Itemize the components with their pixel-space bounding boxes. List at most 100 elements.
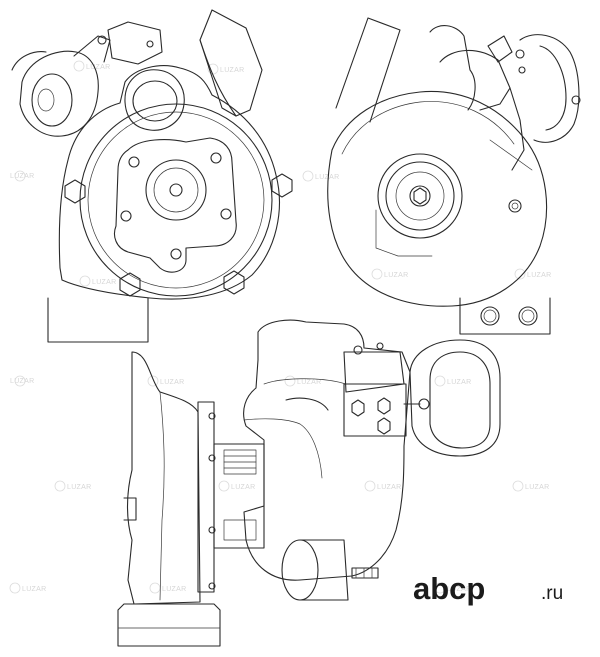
actuator-right-inner (539, 45, 567, 131)
view-side-profile (117, 319, 501, 647)
svg-text:LUZAR: LUZAR (220, 67, 244, 74)
svg-text:LUZAR: LUZAR (10, 378, 34, 385)
svg-text:LUZAR: LUZAR (384, 272, 408, 279)
compressor-housing (327, 90, 548, 307)
compressor-housing-rim (341, 101, 515, 155)
flange-bolt-1 (128, 156, 140, 168)
mounting-foot-right (459, 297, 551, 335)
hex-nut-right (271, 173, 293, 198)
abcp-logo[interactable]: abcp .ru (413, 571, 563, 606)
compressor-duct (335, 17, 401, 123)
turbine-outlet-ring (145, 159, 207, 221)
actuator-hose (11, 51, 47, 71)
turbine-housing (58, 65, 280, 300)
svg-text:LUZAR: LUZAR (447, 586, 471, 593)
mounting-foot (47, 297, 149, 343)
watermark-12: LUZAR (54, 480, 91, 492)
upper-casting-2 (439, 49, 511, 111)
watermark-8: LUZAR (10, 375, 34, 387)
elbow-housing (127, 351, 201, 605)
comp-seam-1 (263, 378, 347, 385)
hex-nut-bottom-left (119, 272, 141, 297)
watermark-4: LUZAR (302, 170, 339, 182)
watermark-16: LUZAR (9, 582, 46, 594)
flange-stud-3 (208, 526, 216, 534)
mount-plate (343, 383, 407, 437)
actuator-canister (19, 50, 99, 137)
actuator-pin (97, 35, 107, 45)
watermark-14: LUZAR (364, 480, 401, 492)
volute-ring-outer (79, 103, 273, 297)
svg-text:LUZAR: LUZAR (67, 484, 91, 491)
svg-text:LUZAR: LUZAR (447, 379, 471, 386)
housing-port (508, 199, 522, 213)
bottom-block (351, 567, 379, 579)
actuator-face (31, 73, 73, 127)
inlet-step (375, 209, 433, 257)
flange-stud-1 (208, 412, 216, 420)
svg-text:LUZAR: LUZAR (160, 379, 184, 386)
flange-stud-4 (208, 582, 216, 590)
flange-bolt-4 (120, 210, 132, 222)
housing-ridge (489, 139, 533, 171)
foot-hole-1-inner (483, 309, 497, 323)
svg-text:LUZAR: LUZAR (10, 173, 34, 180)
outlet-duct-seam (199, 39, 237, 117)
watermark-3: LUZAR (207, 63, 244, 75)
actuator-rod (509, 87, 525, 171)
logo-suffix: .ru (541, 583, 563, 604)
mount-bolt-1 (351, 399, 365, 417)
svg-text:LUZAR: LUZAR (525, 484, 549, 491)
compressor-wheel-hub (409, 185, 431, 207)
compressor-inlet-inner (395, 171, 445, 221)
svg-text:LUZAR: LUZAR (92, 279, 116, 286)
svg-text:LUZAR: LUZAR (377, 484, 401, 491)
watermark-7: LUZAR (79, 275, 116, 287)
compressor-inlet-mid (385, 161, 455, 231)
svg-text:LUZAR: LUZAR (527, 272, 551, 279)
actuator-bracket-side (343, 351, 405, 393)
watermark-2: LUZAR (73, 60, 110, 72)
watermark-15: LUZAR (512, 480, 549, 492)
actuator-boss (37, 88, 55, 112)
flange-bolt-5 (170, 248, 182, 260)
watermark-1: LUZAR (10, 170, 34, 182)
compressor-housing-side (243, 319, 411, 581)
watermark-5: LUZAR (371, 268, 408, 280)
watermark-18: LUZAR (434, 582, 471, 594)
watermark-6: LUZAR (514, 268, 551, 280)
actuator-bracket (73, 35, 111, 63)
actuator-cup (429, 351, 491, 449)
hex-nut-left (64, 179, 86, 204)
turbine-outlet-ring-inner (153, 167, 199, 213)
watermark-10: LUZAR (284, 375, 321, 387)
flange-bolt-3 (220, 208, 232, 220)
compressor-inlet-outer (377, 153, 463, 239)
foot-hole-2 (518, 306, 538, 326)
compressor-outlet (124, 69, 185, 131)
volute-ring-inner (87, 111, 265, 289)
actuator-right (519, 34, 580, 143)
bracket-pin-1 (353, 345, 363, 355)
linkage-block (487, 35, 513, 63)
comp-seam-2 (243, 418, 323, 479)
flange-bolt-2 (210, 152, 222, 164)
mount-bolt-2 (377, 397, 391, 415)
hex-nut-bottom-right (223, 270, 245, 295)
turbine-shaft-nut (169, 183, 183, 197)
flange-stud-2 (208, 454, 216, 462)
compressor-nut (413, 187, 427, 205)
actuator-right-port (571, 95, 581, 105)
svg-text:LUZAR: LUZAR (315, 174, 339, 181)
bracket-pin-2 (376, 342, 384, 350)
foot-hole-1 (480, 306, 500, 326)
wastegate-bolt (146, 40, 154, 48)
bearing-lower (223, 519, 257, 541)
svg-text:LUZAR: LUZAR (22, 586, 46, 593)
bearing-ribs (223, 455, 257, 469)
bearing-housing (213, 443, 265, 549)
foot-hole-2-inner (521, 309, 535, 323)
view-compressor-side (327, 17, 581, 335)
actuator-canister-side (409, 339, 501, 457)
mount-bolt-3 (377, 417, 391, 435)
